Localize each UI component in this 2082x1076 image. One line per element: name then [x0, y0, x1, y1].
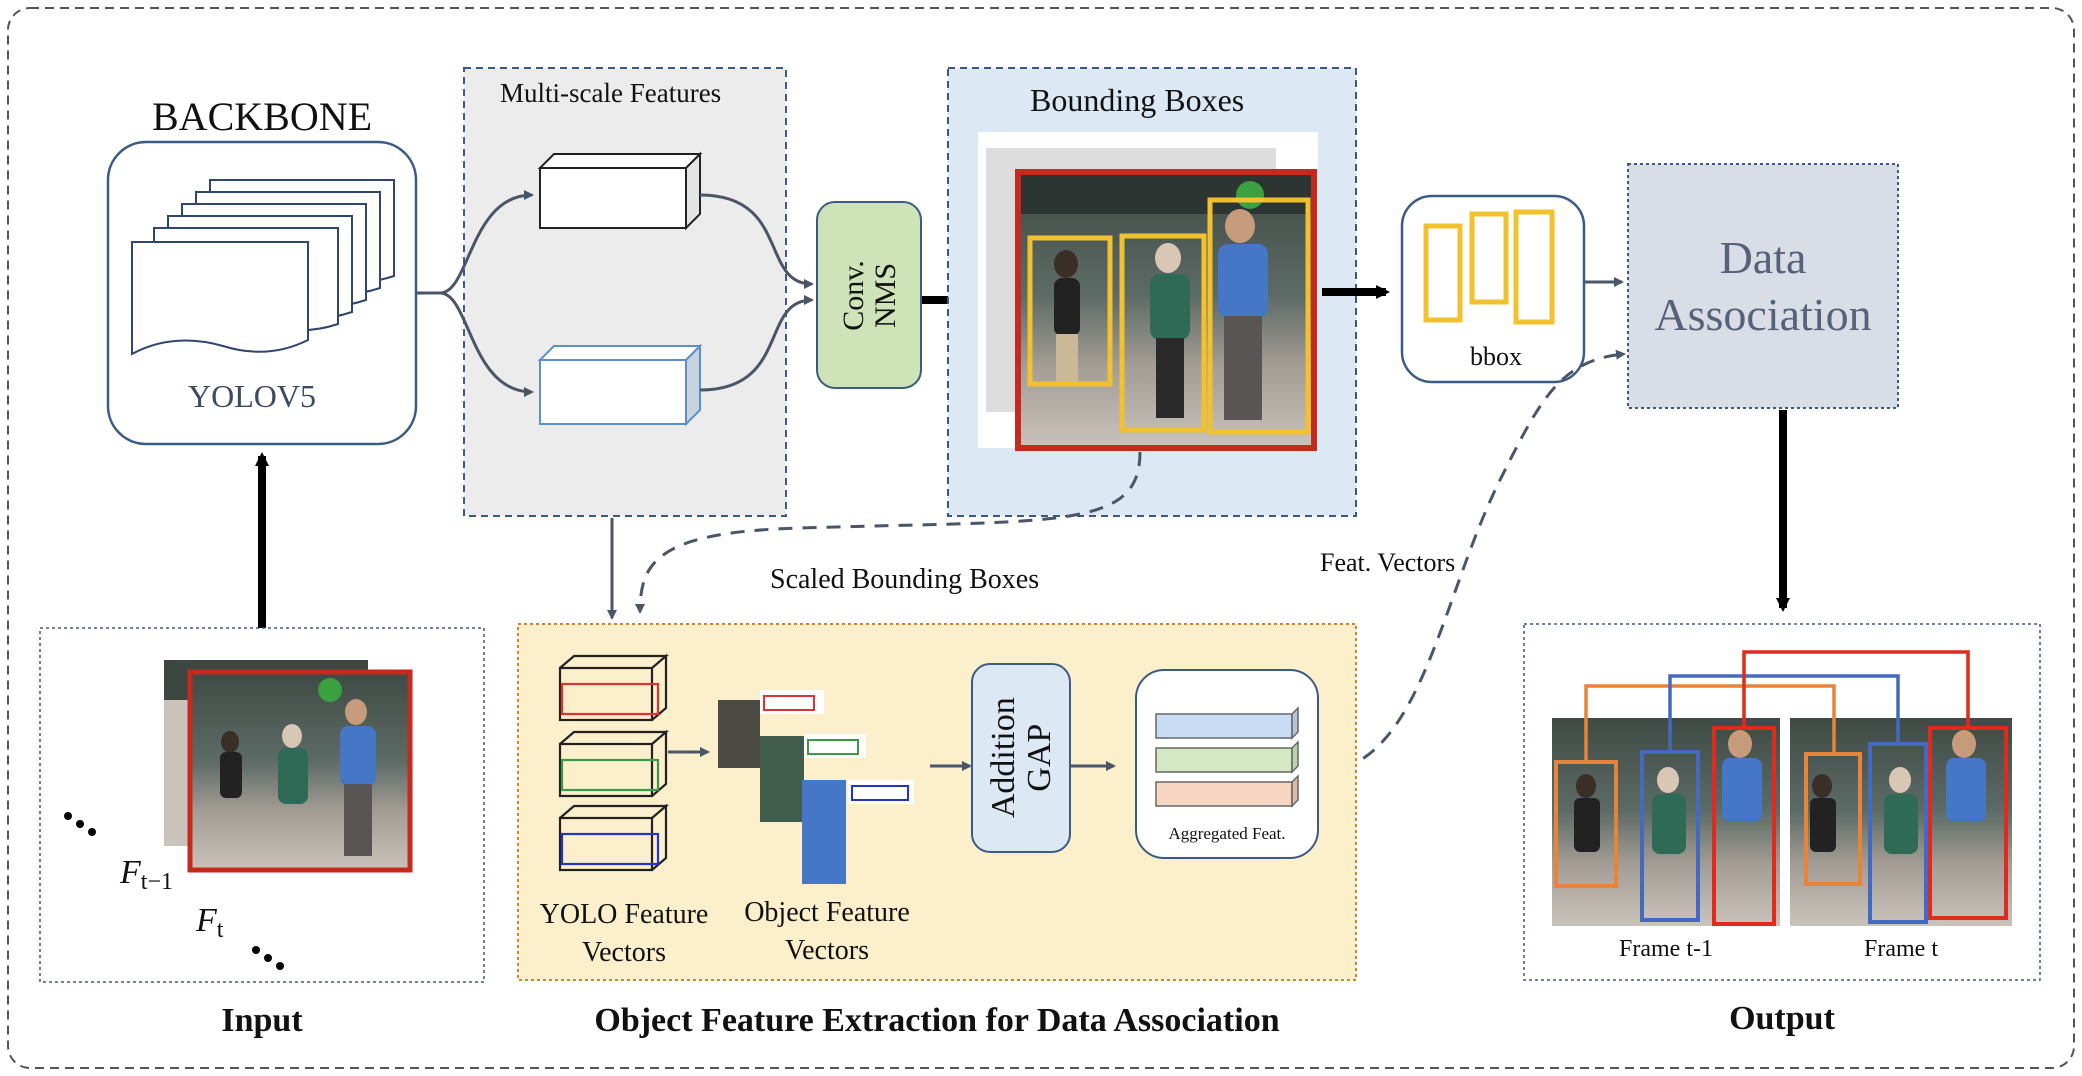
- frame-cur-sub: t: [216, 917, 224, 943]
- gap-label: GAP: [1020, 723, 1057, 793]
- feature-block-blue: [537, 343, 703, 427]
- bbox-icon: [1423, 209, 1555, 325]
- bounding-boxes-title: Bounding Boxes: [1030, 82, 1245, 118]
- aggregated-feat-icon: [1155, 706, 1299, 808]
- yolo-feature-line1: YOLO Feature: [539, 899, 709, 930]
- output-frame-cur-label: Frame t: [1864, 936, 1938, 962]
- data-association-box: [1627, 163, 1899, 409]
- feat-vectors-dashed-path: [1317, 349, 1626, 774]
- input-section-title: Input: [221, 1002, 303, 1039]
- conv-nms-label: Conv. NMS: [817, 202, 921, 388]
- object-feature-line2: Vectors: [785, 934, 869, 966]
- feature-extraction-section-title: Object Feature Extraction for Data Assoc…: [594, 1002, 1280, 1039]
- outer-frame: [7, 7, 2075, 1069]
- yolo-feature-cubes: [558, 653, 669, 872]
- scaled-bounding-boxes-label: Scaled Bounding Boxes: [770, 564, 1040, 595]
- backbone-to-features-arrows: [416, 190, 814, 397]
- addition-gap-label: Addition GAP: [972, 664, 1070, 852]
- multiscale-title: Multi-scale Features: [500, 78, 722, 108]
- yolo-feature-vectors-label: YOLO Feature Vectors: [524, 896, 724, 972]
- detection-yellow-boxes: [1027, 197, 1311, 435]
- backbone-title: BACKBONE: [152, 94, 373, 139]
- addition-gap-box: [971, 663, 1071, 853]
- data-association-line1: Data: [1719, 231, 1807, 283]
- conv-nms-box: [816, 201, 922, 389]
- output-section-title: Output: [1729, 1000, 1835, 1037]
- output-frame-current: [1790, 718, 2012, 926]
- feature-block-white: [537, 151, 703, 231]
- frame-prev-symbol: Ft−1: [120, 854, 173, 895]
- tracking-links: [1584, 650, 1970, 762]
- multiscale-panel: [463, 67, 787, 517]
- feat-vectors-label: Feat. Vectors: [1320, 548, 1456, 577]
- ellipsis-icon: [64, 812, 284, 970]
- detection-photo-frame: [1015, 169, 1317, 451]
- bbox-label: bbox: [1470, 342, 1522, 371]
- backbone-model-label: YOLOV5: [188, 378, 316, 414]
- input-frame-border: [187, 669, 413, 873]
- data-association-label: Data Association: [1628, 164, 1898, 408]
- frame-cur-f: F: [196, 902, 217, 939]
- input-frame-current: [190, 672, 410, 870]
- detection-photo: [986, 148, 1314, 448]
- frame-prev-f: F: [120, 854, 141, 891]
- bbox-box: [1400, 194, 1586, 384]
- aggregated-feat-label: Aggregated Feat.: [1168, 824, 1286, 843]
- nms-label: NMS: [868, 262, 901, 328]
- output-frame-prev-label: Frame t-1: [1619, 936, 1713, 962]
- object-feature-vectors-label: Object Feature Vectors: [727, 894, 927, 970]
- conv-label: Conv.: [836, 259, 870, 331]
- frame-cur-symbol: Ft: [196, 902, 224, 943]
- addition-label: Addition: [984, 697, 1022, 819]
- object-feature-line1: Object Feature: [744, 897, 910, 928]
- yolo-feature-line2: Vectors: [582, 936, 666, 968]
- frame-prev-sub: t−1: [140, 869, 173, 895]
- scaled-boxes-dashed-path: [635, 451, 1142, 614]
- object-feature-crops: [718, 690, 914, 884]
- data-association-line2: Association: [1654, 289, 1872, 340]
- layer-stack-icon: [131, 179, 395, 356]
